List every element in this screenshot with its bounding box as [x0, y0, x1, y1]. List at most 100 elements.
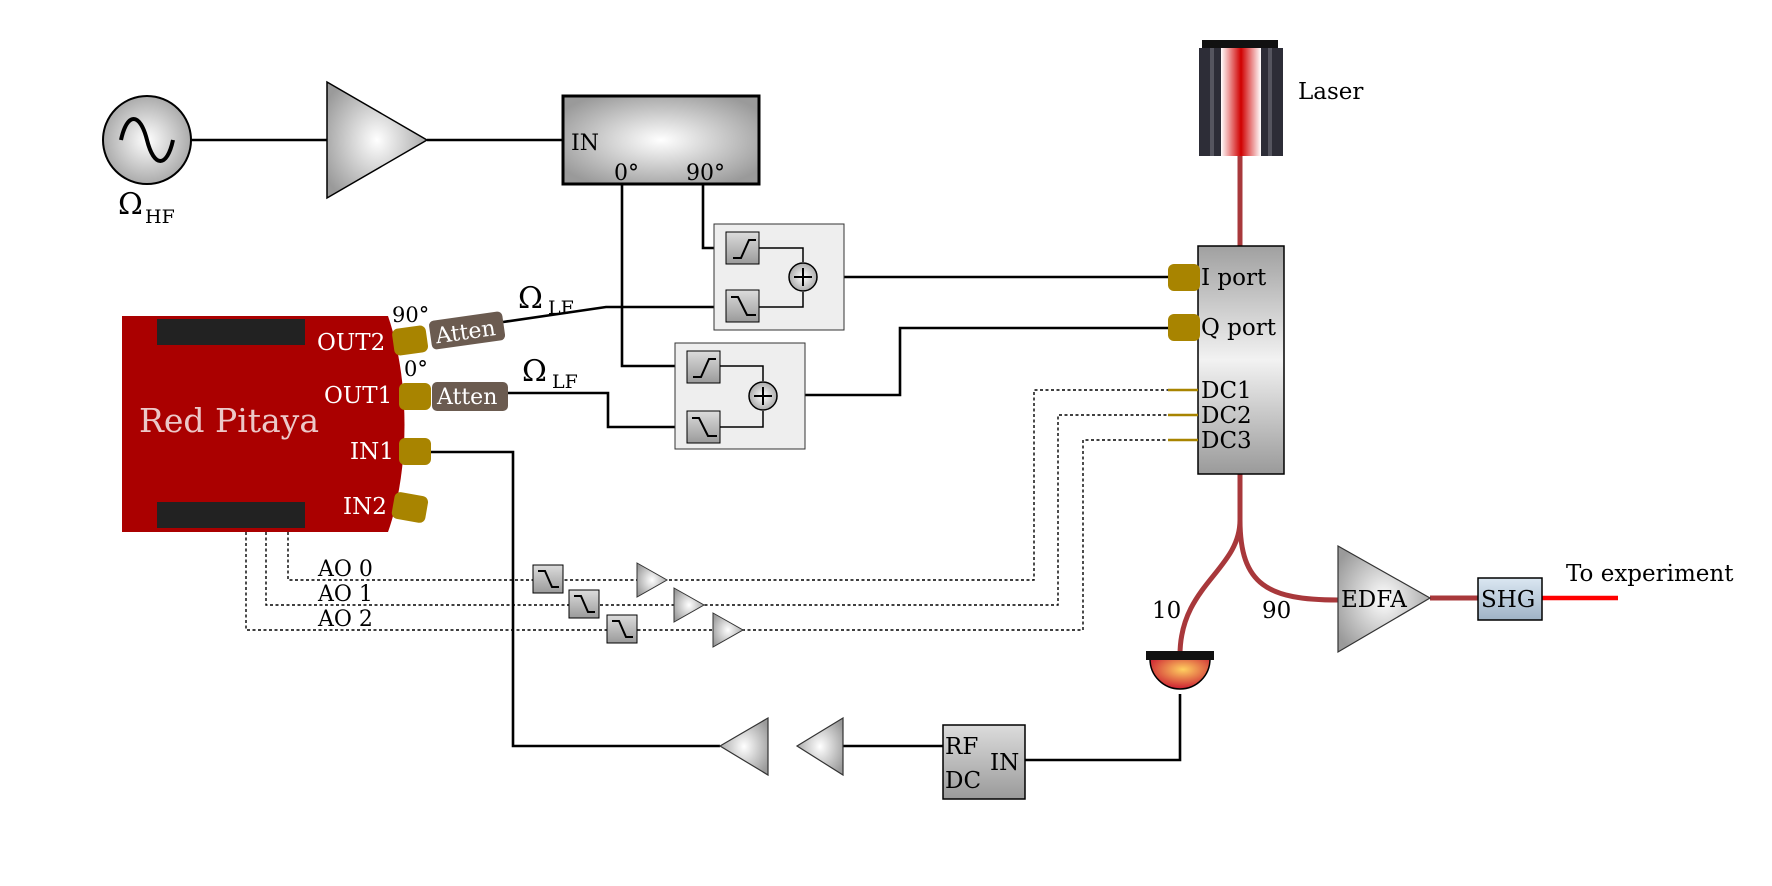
laser-cap — [1202, 40, 1278, 48]
attenuator-bottom-label: Atten — [436, 385, 497, 410]
wire-ao1 — [265, 414, 1168, 606]
lf-top-subscript: LF — [548, 297, 574, 319]
photodetector — [1146, 651, 1214, 690]
ao2-amplifier — [712, 612, 745, 648]
out2-label: OUT2 — [317, 330, 385, 356]
fiber-coupler-10 — [1177, 519, 1243, 656]
q-port-connector — [1168, 314, 1200, 341]
i-port-label: I port — [1201, 265, 1267, 291]
laser: Laser — [1199, 40, 1363, 156]
mixer-upper-internal-b — [759, 292, 804, 308]
iq-splitter-90-label: 90° — [686, 161, 725, 186]
out1-phase-label: 0° — [404, 357, 428, 381]
ao-wires — [245, 389, 1168, 631]
red-pitaya-body — [122, 316, 405, 532]
bias-tee-rf-label: RF — [945, 734, 978, 760]
mixer-lower-internal-b — [720, 411, 764, 428]
lowpass-filter-icon — [574, 595, 595, 613]
edfa-label: EDFA — [1341, 587, 1407, 613]
out2-connector — [392, 325, 429, 356]
attenuator-top: Atten — [429, 311, 506, 350]
bias-tee-dc-label: DC — [945, 768, 981, 794]
out1-label: OUT1 — [324, 383, 392, 409]
in1-label: IN1 — [350, 439, 394, 465]
highpass-filter-icon — [733, 239, 756, 259]
laser-body-line — [1210, 48, 1214, 156]
wire-lf-bottom-to-lower-mixer — [508, 391, 690, 429]
ao1-amplifier — [673, 587, 706, 623]
hf-symbol: Ω — [118, 187, 143, 222]
mixer-lower — [674, 342, 806, 450]
red-pitaya-heatsink-top — [157, 319, 305, 345]
shg: SHG — [1477, 577, 1543, 621]
fibers — [1177, 156, 1478, 656]
red-pitaya-name: Red Pitaya — [139, 401, 319, 440]
red-pitaya-heatsink-bottom — [157, 502, 305, 528]
shg-box — [1477, 577, 1543, 621]
lf-bottom-symbol: Ω — [522, 354, 547, 389]
wire-in1-return — [430, 450, 720, 748]
return-amplifier-1 — [718, 716, 769, 777]
edfa: EDFA — [1337, 544, 1432, 654]
mixer-upper-internal-a — [759, 247, 804, 262]
ao2-label: AO 2 — [317, 607, 373, 632]
wire-ao0 — [287, 389, 1168, 581]
q-port-label: Q port — [1201, 315, 1277, 341]
dc3-label: DC3 — [1201, 428, 1252, 454]
attenuator-bottom: Atten — [432, 382, 508, 411]
dc1-label: DC1 — [1201, 378, 1252, 404]
ao0-label: AO 0 — [317, 557, 373, 582]
mixer-upper — [713, 223, 845, 331]
wire-lower-mixer-to-q-port — [805, 326, 1168, 397]
wire-ao2 — [245, 439, 1168, 631]
out2-phase-label: 90° — [392, 303, 429, 327]
mixer-lower-internal-a — [720, 365, 764, 381]
plus-icon — [794, 268, 812, 286]
attenuator-top-body — [429, 311, 506, 350]
ao2-filter — [606, 614, 638, 644]
plus-icon — [754, 387, 772, 405]
modulator-box — [1197, 245, 1285, 475]
out1-connector — [399, 383, 431, 410]
dc2-label: DC2 — [1201, 403, 1252, 429]
coupler-10-label: 10 — [1152, 598, 1181, 624]
bias-tee-in-label: IN — [990, 750, 1019, 776]
coupler-90-label: 90 — [1262, 598, 1291, 624]
laser-beam — [1221, 48, 1261, 156]
iq-splitter: IN 0° 90° — [561, 94, 761, 186]
ao1-label: AO 1 — [317, 582, 373, 607]
hf-amplifier — [326, 80, 429, 200]
shg-label: SHG — [1481, 587, 1535, 613]
highpass-filter-icon — [693, 358, 716, 378]
ao0-amplifier — [636, 562, 669, 598]
mixer-upper-hpf — [725, 231, 760, 265]
output-label: To experiment — [1566, 561, 1734, 587]
laser-label: Laser — [1298, 79, 1363, 105]
ao0-filter — [532, 564, 564, 594]
return-amplifier-2 — [795, 716, 844, 777]
photodetector-dome — [1149, 658, 1211, 690]
lowpass-filter-icon — [692, 417, 717, 437]
wire-splitter-0-to-lower-mixer — [620, 184, 690, 368]
bias-tee: RF DC IN — [942, 724, 1026, 800]
mixer-lower-hpf — [686, 350, 721, 384]
lf-bottom-subscript: LF — [552, 371, 578, 393]
red-pitaya: Red Pitaya OUT2 OUT1 IN1 IN2 90° 0° — [122, 303, 431, 532]
iq-splitter-in-label: IN — [571, 131, 599, 156]
attenuator-bottom-body — [432, 382, 508, 411]
lowpass-filter-icon — [612, 620, 633, 638]
sine-wave-icon — [119, 117, 175, 163]
laser-body-line — [1268, 48, 1272, 156]
lf-top-symbol: Ω — [518, 281, 543, 316]
i-port-connector — [1168, 264, 1200, 291]
wire-biastee-to-detector — [1025, 694, 1182, 762]
signal-wires — [168, 138, 1182, 762]
lowpass-filter-icon — [731, 296, 756, 316]
wire-lf-top-to-upper-mixer — [502, 305, 729, 324]
modulator: I port Q port DC1 DC2 DC3 — [1168, 245, 1285, 475]
iq-splitter-0-label: 0° — [614, 161, 639, 186]
iq-splitter-box — [561, 94, 761, 186]
in2-connector — [391, 492, 429, 523]
hf-source: Ω HF — [102, 95, 192, 228]
edfa-body — [1337, 544, 1432, 654]
